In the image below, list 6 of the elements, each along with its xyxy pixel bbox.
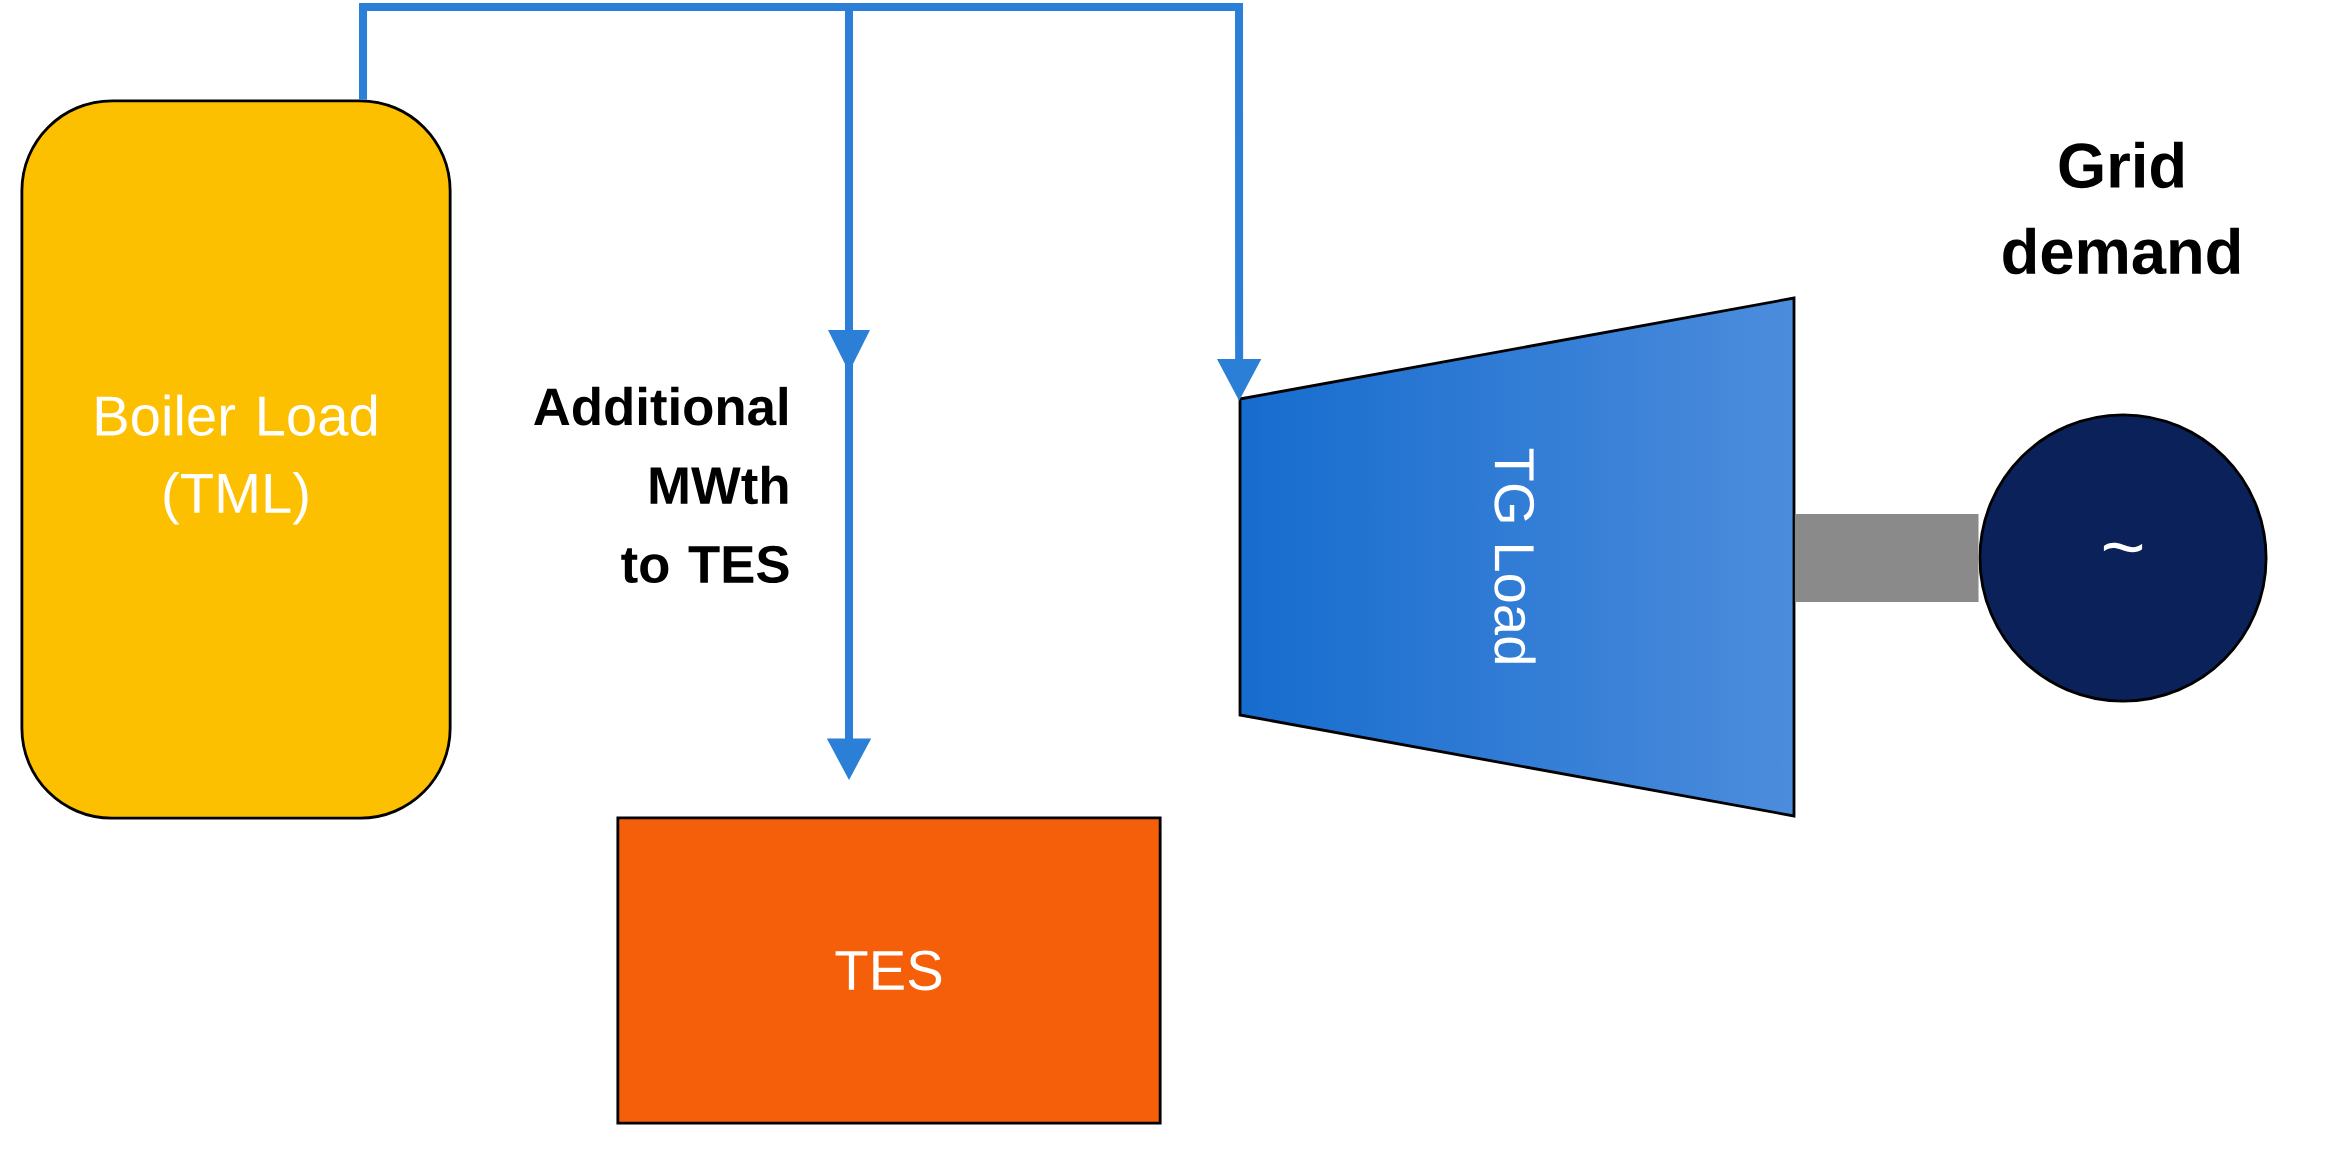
boiler-box: Boiler Load (TML) bbox=[20, 99, 452, 820]
edge-label: Additional MWth to TES bbox=[534, 386, 789, 584]
storage-box: TES bbox=[616, 816, 1162, 1125]
shaft bbox=[1794, 514, 1979, 603]
grid-label: Grid demand bbox=[2003, 141, 2240, 275]
turbine-trapezoid: TG Load bbox=[1238, 296, 1796, 818]
